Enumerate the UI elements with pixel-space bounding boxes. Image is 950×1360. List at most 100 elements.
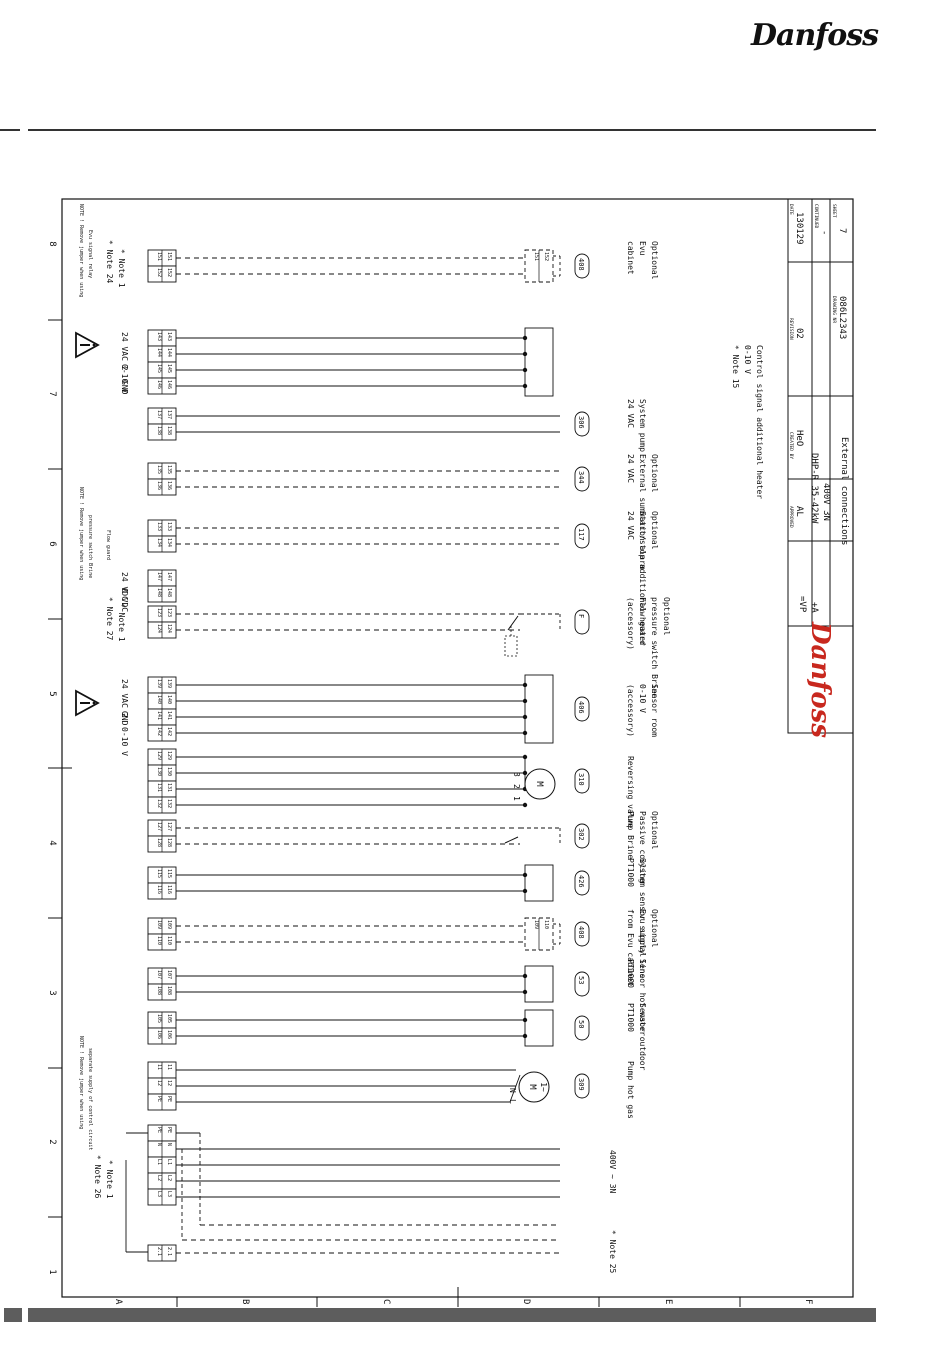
terminal-label: L1 (166, 1159, 172, 1165)
ref-number: 306 (577, 416, 585, 429)
terminal-label: 144 (166, 348, 172, 357)
footer-bar (28, 1308, 876, 1322)
terminal-label: 147 (156, 572, 162, 581)
note-text: NOTE ! Remove jumper when using (78, 204, 84, 297)
signal-label: 24 VAC 2 (120, 679, 129, 718)
device-label: * Note 25 (608, 1230, 617, 1274)
device-box (524, 674, 554, 744)
ref-number: 50 (577, 1020, 585, 1028)
ref-bubble (574, 971, 590, 997)
note-ref: * Note 27 (105, 597, 114, 641)
motor-pin: L (508, 1099, 517, 1104)
device-label: Flow guard (638, 597, 647, 645)
ref-bubble (574, 466, 590, 492)
device-label: 24 VAC (626, 399, 635, 428)
switch-contact (504, 836, 519, 844)
terminal-label: 130 (156, 767, 162, 776)
terminal-label: 108 (156, 986, 162, 995)
device-box (524, 864, 554, 902)
device-label: Pump hot gas (626, 1061, 635, 1119)
terminal-label: 115 (166, 869, 172, 878)
jumper-box (504, 635, 518, 657)
row-label-7: 7 (47, 391, 57, 396)
terminal-label: 123 (166, 608, 172, 617)
ref-number: 310 (577, 773, 585, 786)
footer-bar-stub (4, 1308, 22, 1322)
ref-bubble (574, 609, 590, 635)
device-label: pressure switch Brine (650, 597, 659, 698)
device-label: PT1000 (626, 858, 635, 887)
ref-bubble (574, 870, 590, 896)
terminal-label: PE (156, 1096, 162, 1102)
device-label: cabinet (626, 241, 635, 275)
col-label-D: D (521, 1299, 531, 1304)
motor-pin: 2 (512, 784, 521, 789)
terminal-label: 110 (156, 936, 162, 945)
terminal-label: 130 (166, 767, 172, 776)
date-value: 130129 (794, 212, 804, 245)
ref-bubble (574, 1015, 590, 1041)
signal-label: GND (120, 380, 129, 395)
terminal-label: 107 (156, 970, 162, 979)
terminal-label: 106 (156, 1030, 162, 1039)
continued-value: - (819, 230, 829, 235)
approved-value: AL (794, 506, 804, 517)
note-ref: * Note 26 (93, 1155, 102, 1199)
terminal-label: PE (166, 1096, 172, 1102)
row-label-5: 5 (47, 691, 57, 696)
terminal-label: 116 (166, 885, 172, 894)
note-text: NOTE ! Remove jumper when using (78, 1036, 84, 1129)
terminal-label: 152 (166, 268, 172, 277)
approved-label: APPROVED (788, 506, 794, 528)
title-block-frame (787, 198, 854, 734)
note-ref: * Note 1 (117, 603, 126, 642)
row-label-1: 1 (47, 1269, 57, 1274)
device-box (524, 965, 554, 1003)
terminal-label: 131 (156, 783, 162, 792)
revision-value: 02 (794, 328, 804, 339)
terminal-label: 143 (166, 332, 172, 341)
terminal-label: 128 (166, 838, 172, 847)
sheet-value: 7 (837, 228, 847, 233)
ref-number: 408 (577, 258, 585, 271)
row-label-6: 6 (47, 541, 57, 546)
device-terminal-label: 109 (533, 920, 539, 929)
device-label: 24 VAC (626, 454, 635, 483)
pump-hot-gas-motor (518, 1071, 550, 1103)
col-label-E: E (663, 1299, 673, 1304)
terminal-label: 136 (166, 481, 172, 490)
device-label: 400V ~ 3N (608, 1150, 617, 1194)
terminal-label: 129 (156, 751, 162, 760)
title-block-logo: Danfoss (805, 621, 835, 738)
terminal-label: 107 (166, 970, 172, 979)
terminal-label: 145 (166, 364, 172, 373)
device-label: Optional (650, 454, 659, 493)
terminal-label: 133 (166, 522, 172, 531)
continued-label: CONTINUED (813, 204, 819, 229)
terminal-label: 148 (166, 588, 172, 597)
ref-1: =VP (797, 596, 807, 613)
terminal-label: 136 (156, 481, 162, 490)
ref-number: 309 (577, 1078, 585, 1091)
terminal-label: 135 (156, 465, 162, 474)
created-by-value: HeO (794, 430, 804, 446)
revision-label: REVISION (788, 318, 794, 340)
device-label: PT1000 (626, 959, 635, 988)
device-label: Sensor hot-water (638, 959, 647, 1036)
terminal-label: 11 (166, 1064, 172, 1070)
product-line-2: 400V 3N (821, 483, 831, 521)
note-text: pressure switch Brine (87, 515, 93, 578)
motor-symbol: 1~ (539, 1082, 548, 1092)
warning-triangle-1 (75, 689, 100, 717)
motor-pin: N (508, 1088, 517, 1093)
terminal-label: 110 (166, 936, 172, 945)
